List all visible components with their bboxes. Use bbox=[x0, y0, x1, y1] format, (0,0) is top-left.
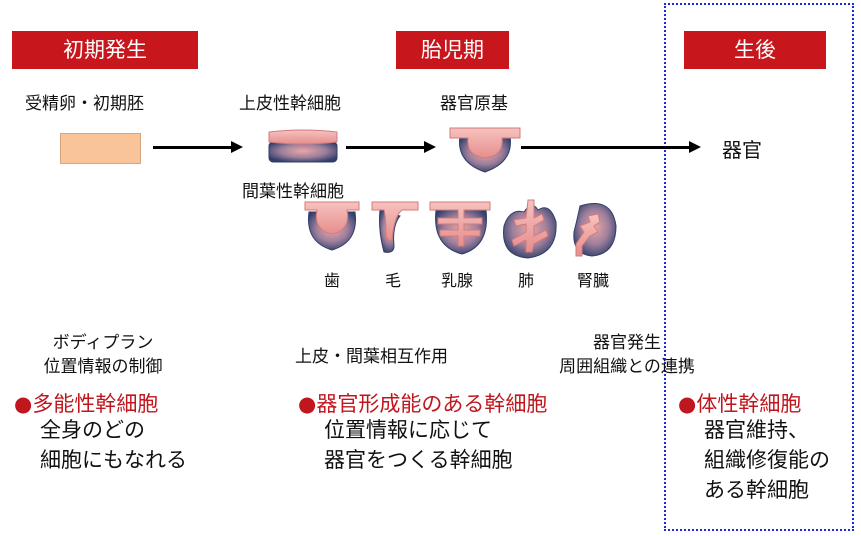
organ-primordium-shape bbox=[449, 127, 521, 173]
organ-label-lung: 肺 bbox=[518, 271, 535, 290]
hair-shape bbox=[371, 201, 419, 253]
organ-label-tooth: 歯 bbox=[324, 271, 341, 290]
organ-forming-desc-line1: 位置情報に応じて bbox=[324, 418, 492, 442]
mechanism-tissue-coordination: 周囲組織との連携 bbox=[559, 357, 695, 377]
tooth-shape bbox=[304, 201, 360, 251]
mechanism-positional-control: 位置情報の制御 bbox=[43, 357, 163, 377]
label-epithelial-stem-cell: 上皮性幹細胞 bbox=[239, 94, 341, 114]
postnatal-frame bbox=[664, 3, 854, 531]
flow-arrow-3 bbox=[521, 141, 701, 153]
pluripotent-desc-line1: 全身のどの bbox=[40, 418, 145, 442]
pluripotent-stem-cell-heading: ●多能性幹細胞 bbox=[14, 392, 159, 416]
label-mesenchymal-stem-cell: 間葉性幹細胞 bbox=[242, 182, 344, 202]
organ-label-kidney: 腎臓 bbox=[577, 271, 610, 290]
pluripotent-desc-line2: 細胞にもなれる bbox=[40, 448, 187, 472]
embryo-block bbox=[60, 133, 141, 164]
kidney-shape bbox=[573, 203, 617, 257]
somatic-desc-line1: 器官維持、 bbox=[704, 418, 809, 442]
mechanism-epithelial-mesenchymal-interaction: 上皮・間葉相互作用 bbox=[295, 347, 448, 367]
label-organ-primordium: 器官原基 bbox=[440, 94, 508, 114]
label-fertilized-egg: 受精卵・初期胚 bbox=[25, 94, 144, 114]
organ-label-mammary-gland: 乳腺 bbox=[441, 271, 474, 290]
organ-label-hair: 毛 bbox=[385, 271, 402, 290]
label-organ: 器官 bbox=[722, 138, 762, 162]
somatic-stem-cell-heading: ●体性幹細胞 bbox=[678, 392, 802, 416]
organ-forming-stem-cell-heading: ●器官形成能のある幹細胞 bbox=[298, 392, 548, 416]
flow-arrow-1 bbox=[153, 141, 243, 153]
mechanism-body-plan: ボディプラン bbox=[52, 333, 154, 353]
organ-forming-desc-line2: 器官をつくる幹細胞 bbox=[324, 448, 513, 472]
lung-shape bbox=[503, 199, 557, 259]
stage-fetal-period: 胎児期 bbox=[396, 31, 509, 69]
flow-arrow-2 bbox=[346, 141, 436, 153]
somatic-desc-line2: 組織修復能の bbox=[704, 448, 830, 472]
somatic-desc-line3: ある幹細胞 bbox=[704, 478, 809, 502]
mammary-gland-shape bbox=[429, 201, 491, 255]
mechanism-organogenesis: 器官発生 bbox=[593, 333, 661, 353]
epithelium-mesenchyme-layers bbox=[268, 129, 338, 163]
stage-postnatal: 生後 bbox=[684, 31, 826, 69]
stage-early-development: 初期発生 bbox=[12, 31, 198, 69]
